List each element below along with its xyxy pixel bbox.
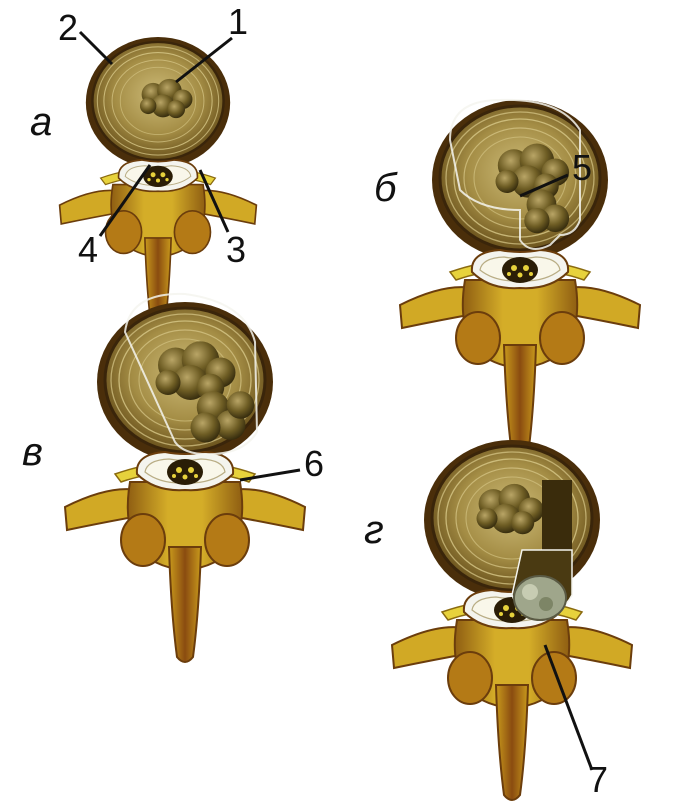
callout-3: 3	[226, 232, 246, 268]
panel-letter-g: г	[364, 510, 384, 550]
callout-7: 7	[588, 762, 608, 798]
panel-letter-b: б	[374, 168, 397, 208]
panel-letter-v: в	[22, 432, 43, 472]
callout-5: 5	[572, 150, 592, 186]
vertebra-panel-g	[392, 440, 632, 800]
callout-4: 4	[78, 232, 98, 268]
callout-1: 1	[228, 4, 248, 40]
vertebra-panel-v	[65, 294, 305, 662]
vertebra-panel-b	[400, 100, 640, 460]
callout-2: 2	[58, 10, 78, 46]
panel-letter-a: а	[30, 102, 52, 142]
vertebra-panel-a	[60, 37, 257, 332]
free-fragment	[514, 576, 566, 620]
callout-6: 6	[304, 446, 324, 482]
